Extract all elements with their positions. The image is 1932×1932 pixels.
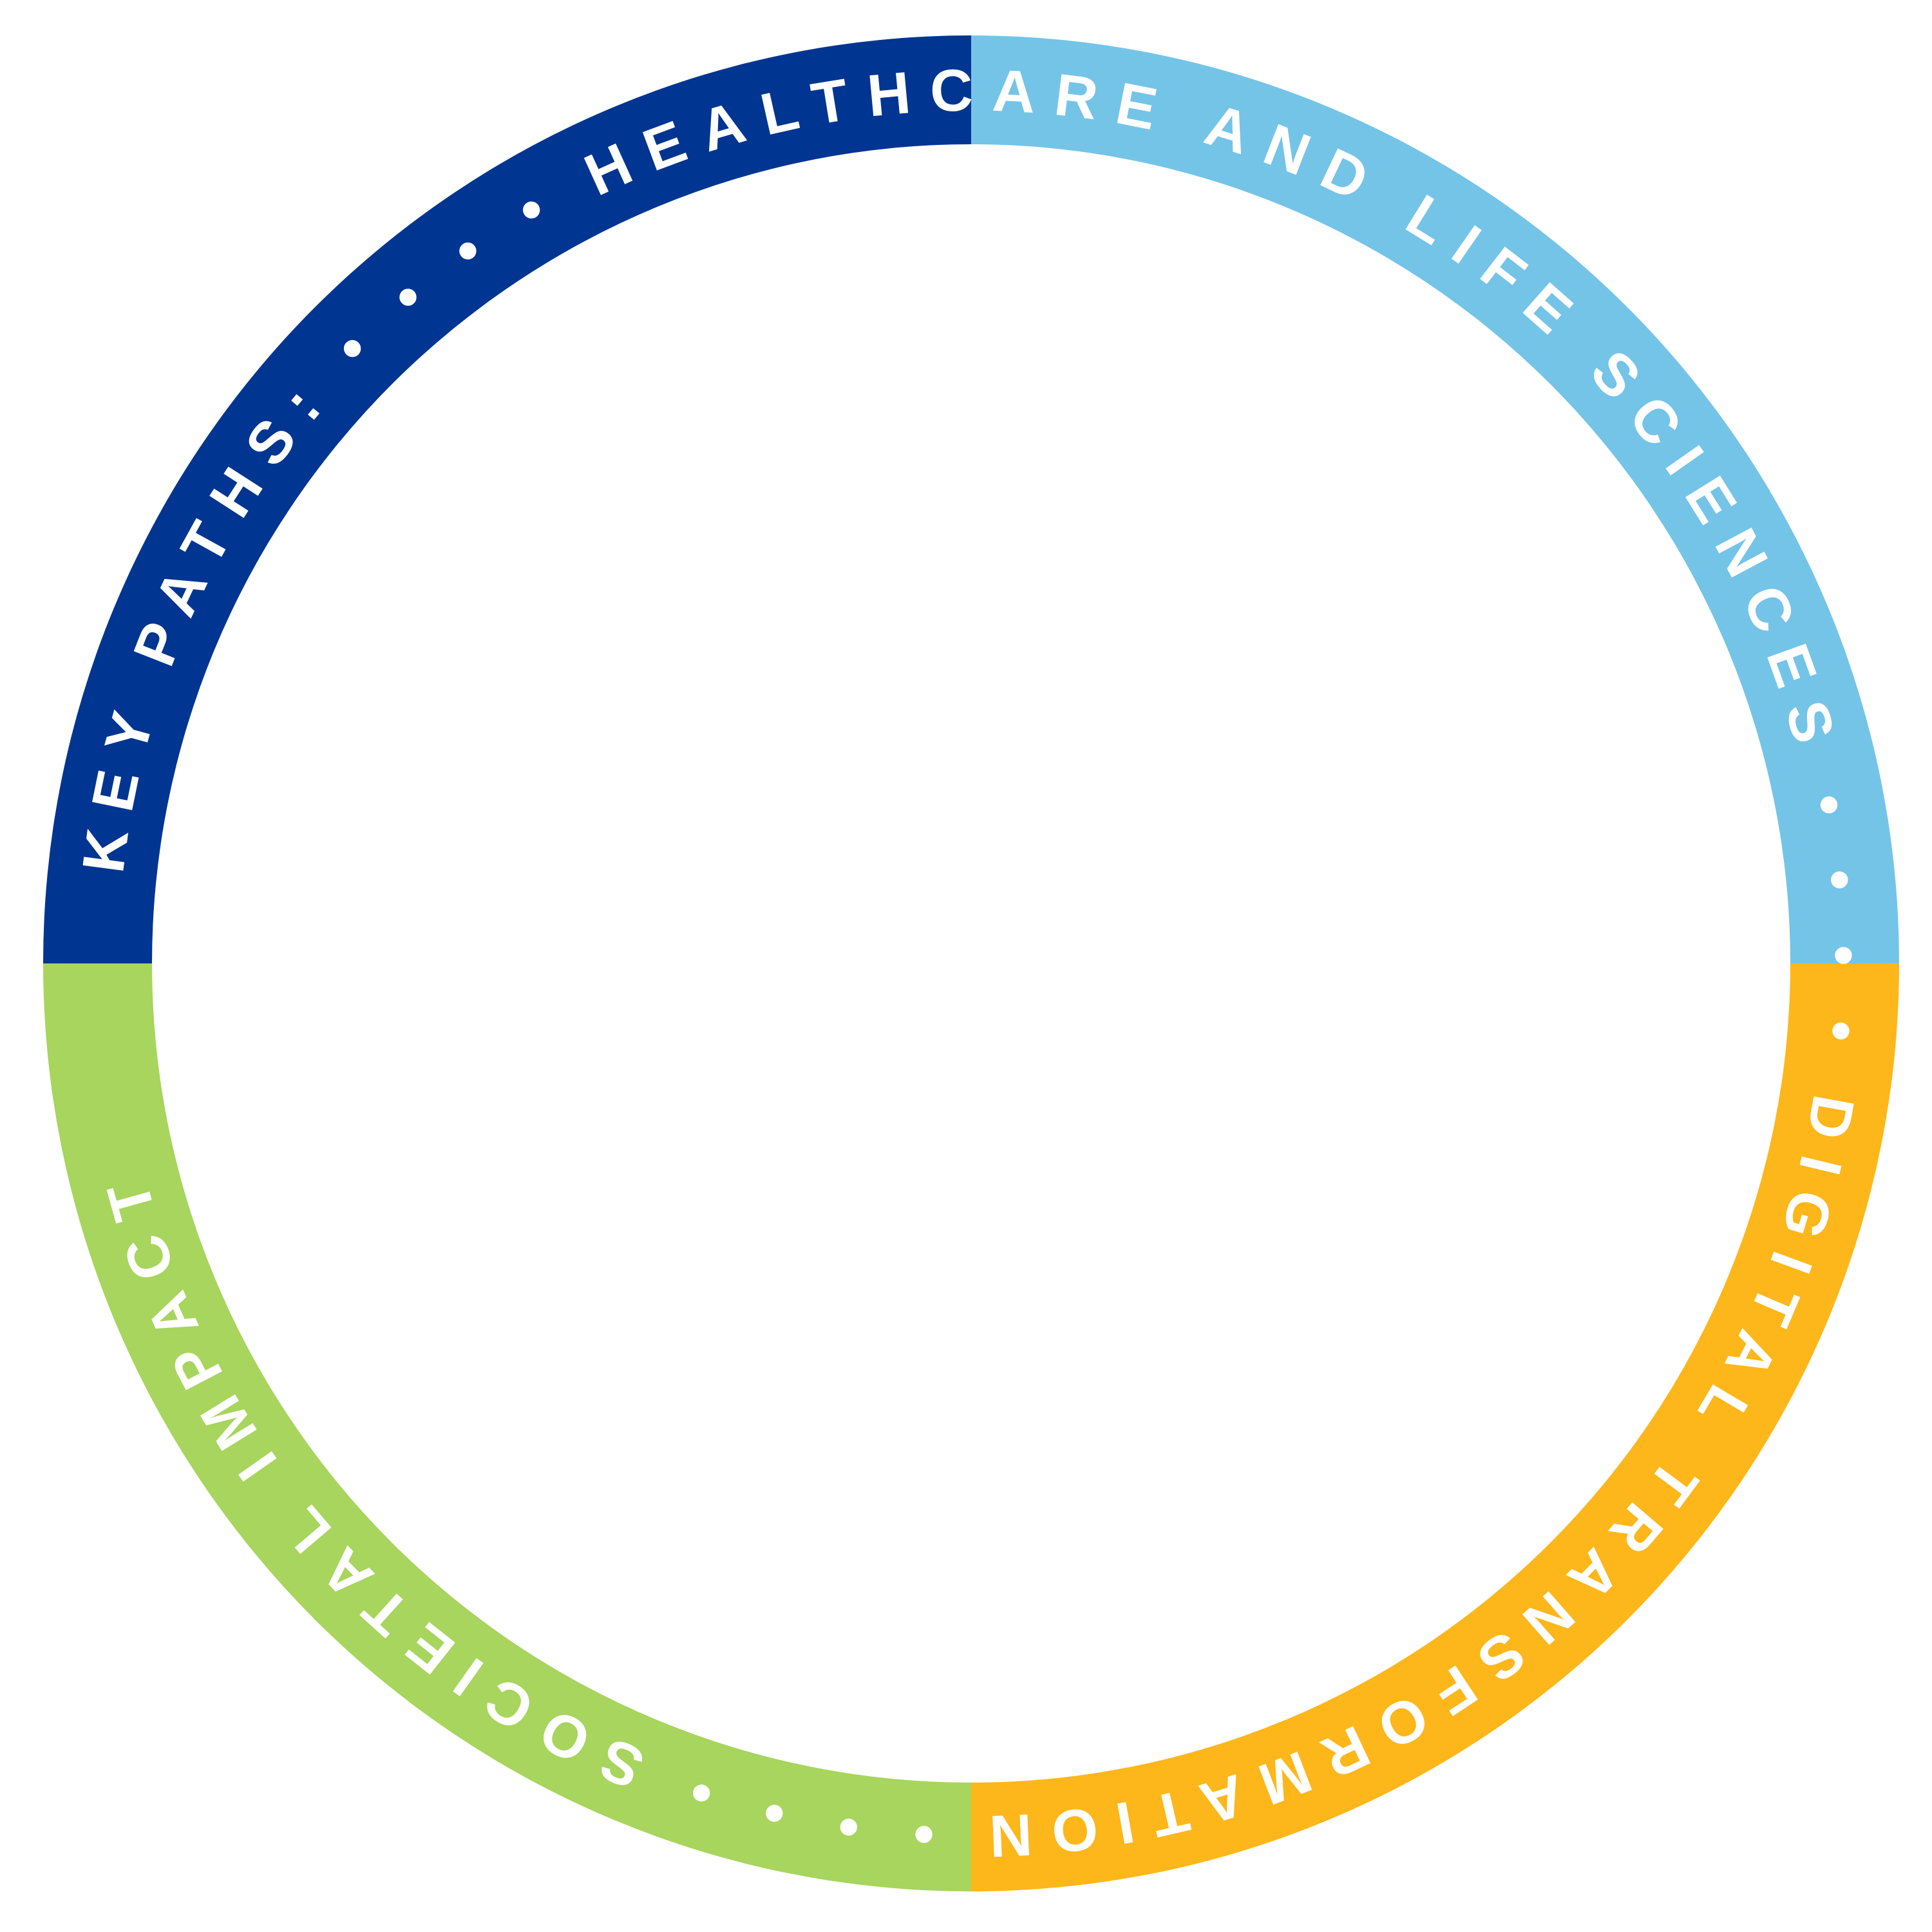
ring-quadrant-digital-bottom-right	[971, 963, 1899, 1891]
ring-text: KEY PATHS: • • • • HEALTHCARE AND LIFE S…	[70, 57, 1877, 1869]
ring-quadrant-societal-bottom-left	[43, 963, 971, 1891]
ring-text-path: KEY PATHS: • • • • HEALTHCARE AND LIFE S…	[70, 57, 1873, 1869]
ring-quadrant-life-sciences-top-right	[971, 35, 1899, 963]
ring-quadrant-healthcare-top-left	[43, 35, 971, 963]
path-societal-impact: SOCIETAL IMPACT	[94, 1171, 653, 1801]
